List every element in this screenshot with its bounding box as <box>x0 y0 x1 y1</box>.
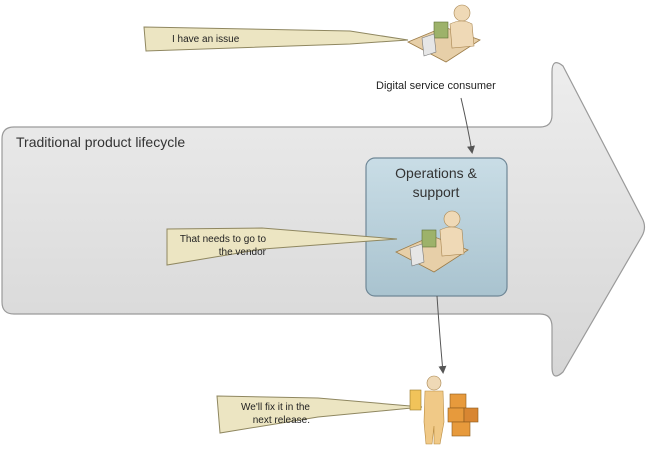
operations-person-icon <box>395 210 469 273</box>
consumer-person-icon <box>407 4 481 63</box>
connector-consumer-to-ops <box>460 97 475 154</box>
consumer-speech: I have an issue <box>172 34 240 45</box>
vendor-speech: We'll fix it in the next release. <box>241 402 310 426</box>
callout-vendor <box>216 395 423 434</box>
callout-consumer <box>143 26 409 52</box>
consumer-label: Digital service consumer <box>376 80 496 92</box>
lifecycle-arrow <box>1 62 646 377</box>
vendor-person-icon <box>409 375 479 445</box>
operations-speech: That needs to go to the vendor <box>179 234 266 258</box>
operations-box <box>365 157 508 297</box>
callout-operations <box>166 227 398 266</box>
connector-ops-to-vendor <box>436 295 447 374</box>
operations-title: Operations & support <box>395 165 477 200</box>
lifecycle-label: Traditional product lifecycle <box>16 134 186 150</box>
